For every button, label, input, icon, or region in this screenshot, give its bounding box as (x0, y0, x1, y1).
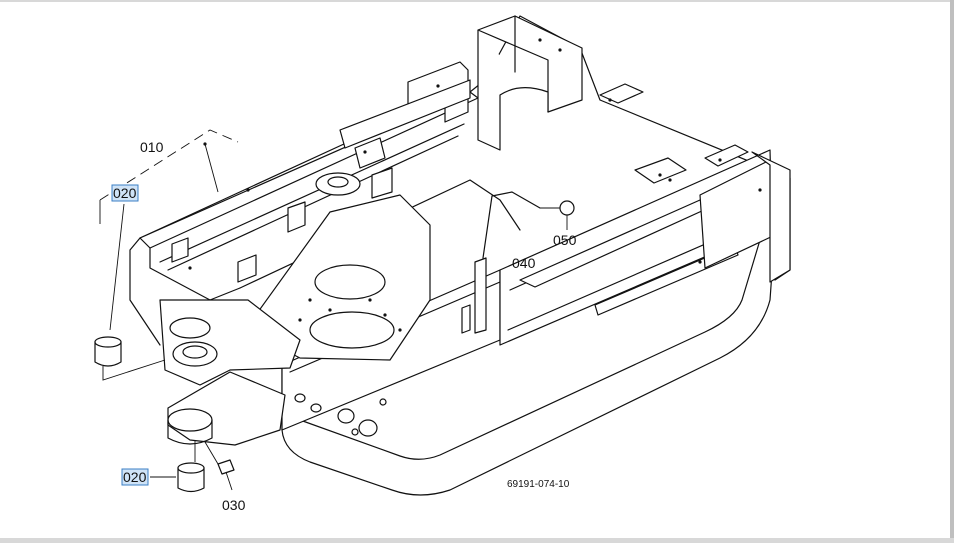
knob-050 (540, 200, 575, 230)
callout-020-top[interactable]: 020 (113, 185, 137, 201)
bushing-020-bottom (150, 440, 205, 493)
bottom-border (0, 538, 954, 543)
callout-010-leader (99, 129, 239, 224)
callout-020-bottom[interactable]: 020 (123, 469, 147, 485)
callout-030[interactable]: 030 (222, 497, 246, 513)
callout-050[interactable]: 050 (553, 232, 577, 248)
callout-020-bottom-highlight (121, 468, 149, 486)
right-border (950, 0, 954, 543)
callout-040[interactable]: 040 (512, 255, 536, 271)
figure-code: 69191-074-10 (507, 479, 570, 490)
grease-nipple-030 (204, 441, 235, 491)
callout-010[interactable]: 010 (140, 139, 164, 155)
frame-body (129, 15, 791, 496)
bushing-020-top (94, 203, 166, 381)
top-border (0, 0, 954, 2)
callout-020-top-highlight (111, 184, 139, 202)
